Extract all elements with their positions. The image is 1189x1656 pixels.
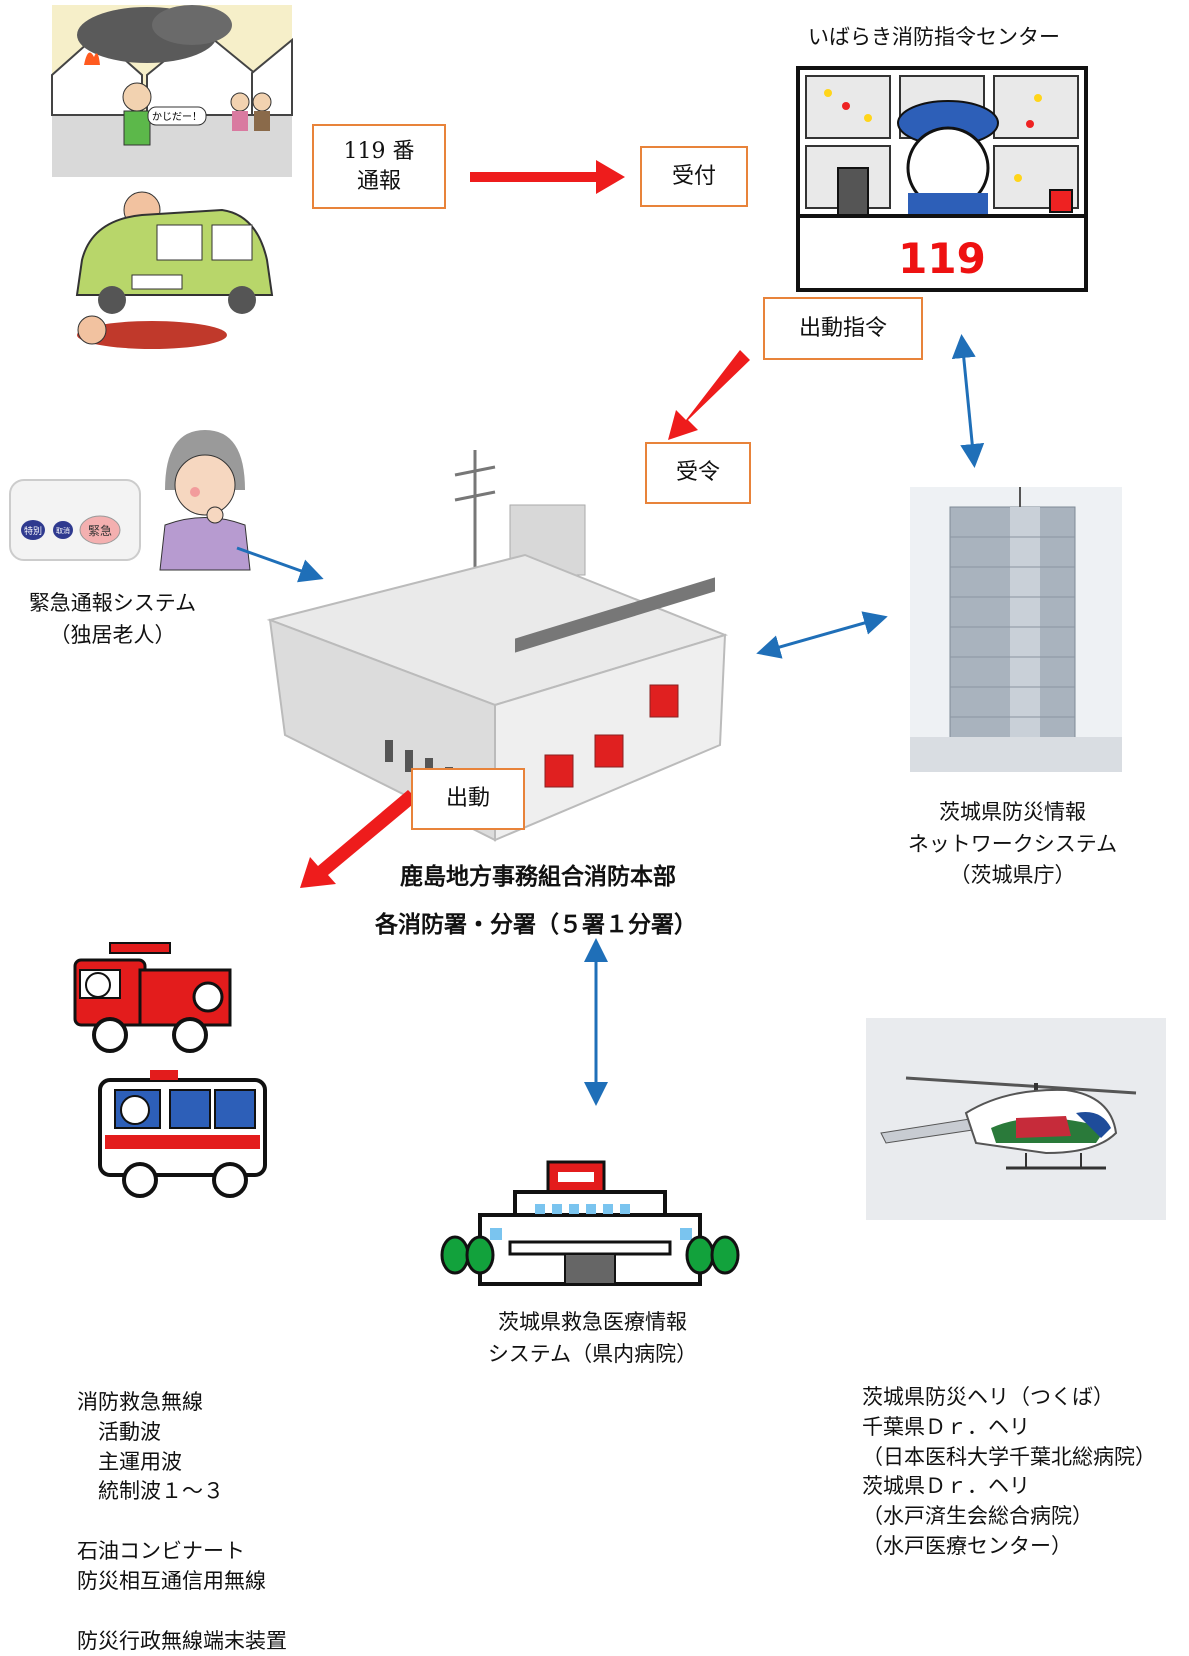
command-center-label: いばらき消防指令センター [808, 25, 1060, 49]
call-119-box: 119 番 通報 [312, 124, 446, 209]
helicopter-photo [866, 1018, 1166, 1220]
emergency-system-label: 緊急通報システム （独居老人） [28, 591, 197, 647]
alarm-to-hq-arrow [236, 546, 324, 583]
prefecture-office-illustration [910, 487, 1122, 772]
prefecture-network-label: 茨城県防災情報 ネットワークシステム （茨城県庁） [907, 800, 1118, 887]
ambulance-illustration [98, 1070, 267, 1198]
command-center-illustration: 119 [796, 66, 1088, 292]
center-prefecture-arrow [951, 334, 985, 468]
radio-list-label: 消防救急無線 活動波 主運用波 統制波１～３ 石油コンビナート 防災相互通信用無… [77, 1390, 287, 1653]
helicopter-list-label: 茨城県防災ヘリ（つくば） 千葉県Ｄｒ．ヘリ （日本医科大学千葉北総病院） 茨城県… [862, 1385, 1156, 1559]
dispatch-box: 出動 [411, 768, 525, 830]
call-to-receive-arrow [470, 160, 625, 194]
order-received-box: 受令 [645, 442, 751, 504]
hospital-illustration [440, 1160, 740, 1286]
order-to-hq-arrow [668, 350, 750, 440]
fire-report-illustration: かじだー！ [51, 5, 293, 177]
center-board-number: 119 [898, 234, 986, 283]
elderly-person-illustration [159, 430, 251, 571]
fire-truck-illustration [73, 942, 232, 1053]
hospital-system-label: 茨城県救急医療情報 システム（県内病院） [487, 1310, 698, 1366]
traffic-accident-illustration [75, 191, 274, 349]
hq-prefecture-arrow [756, 611, 888, 659]
dispatch-to-vehicles-arrow [300, 790, 418, 888]
fire-speech: かじだー！ [152, 111, 202, 123]
receive-box: 受付 [640, 146, 748, 207]
dispatch-order-box: 出動指令 [763, 297, 923, 360]
emergency-alarm-illustration: 特別 取消 緊急 [9, 479, 141, 561]
hq-subtitle: 各消防署・分署（５署１分署） [375, 912, 697, 938]
alarm-button-mid: 取消 [56, 526, 70, 535]
hq-title: 鹿島地方事務組合消防本部 [400, 864, 676, 890]
alarm-button-left: 特別 [24, 525, 42, 537]
arrows-layer [236, 160, 985, 1106]
alarm-button-right: 緊急 [88, 523, 112, 538]
